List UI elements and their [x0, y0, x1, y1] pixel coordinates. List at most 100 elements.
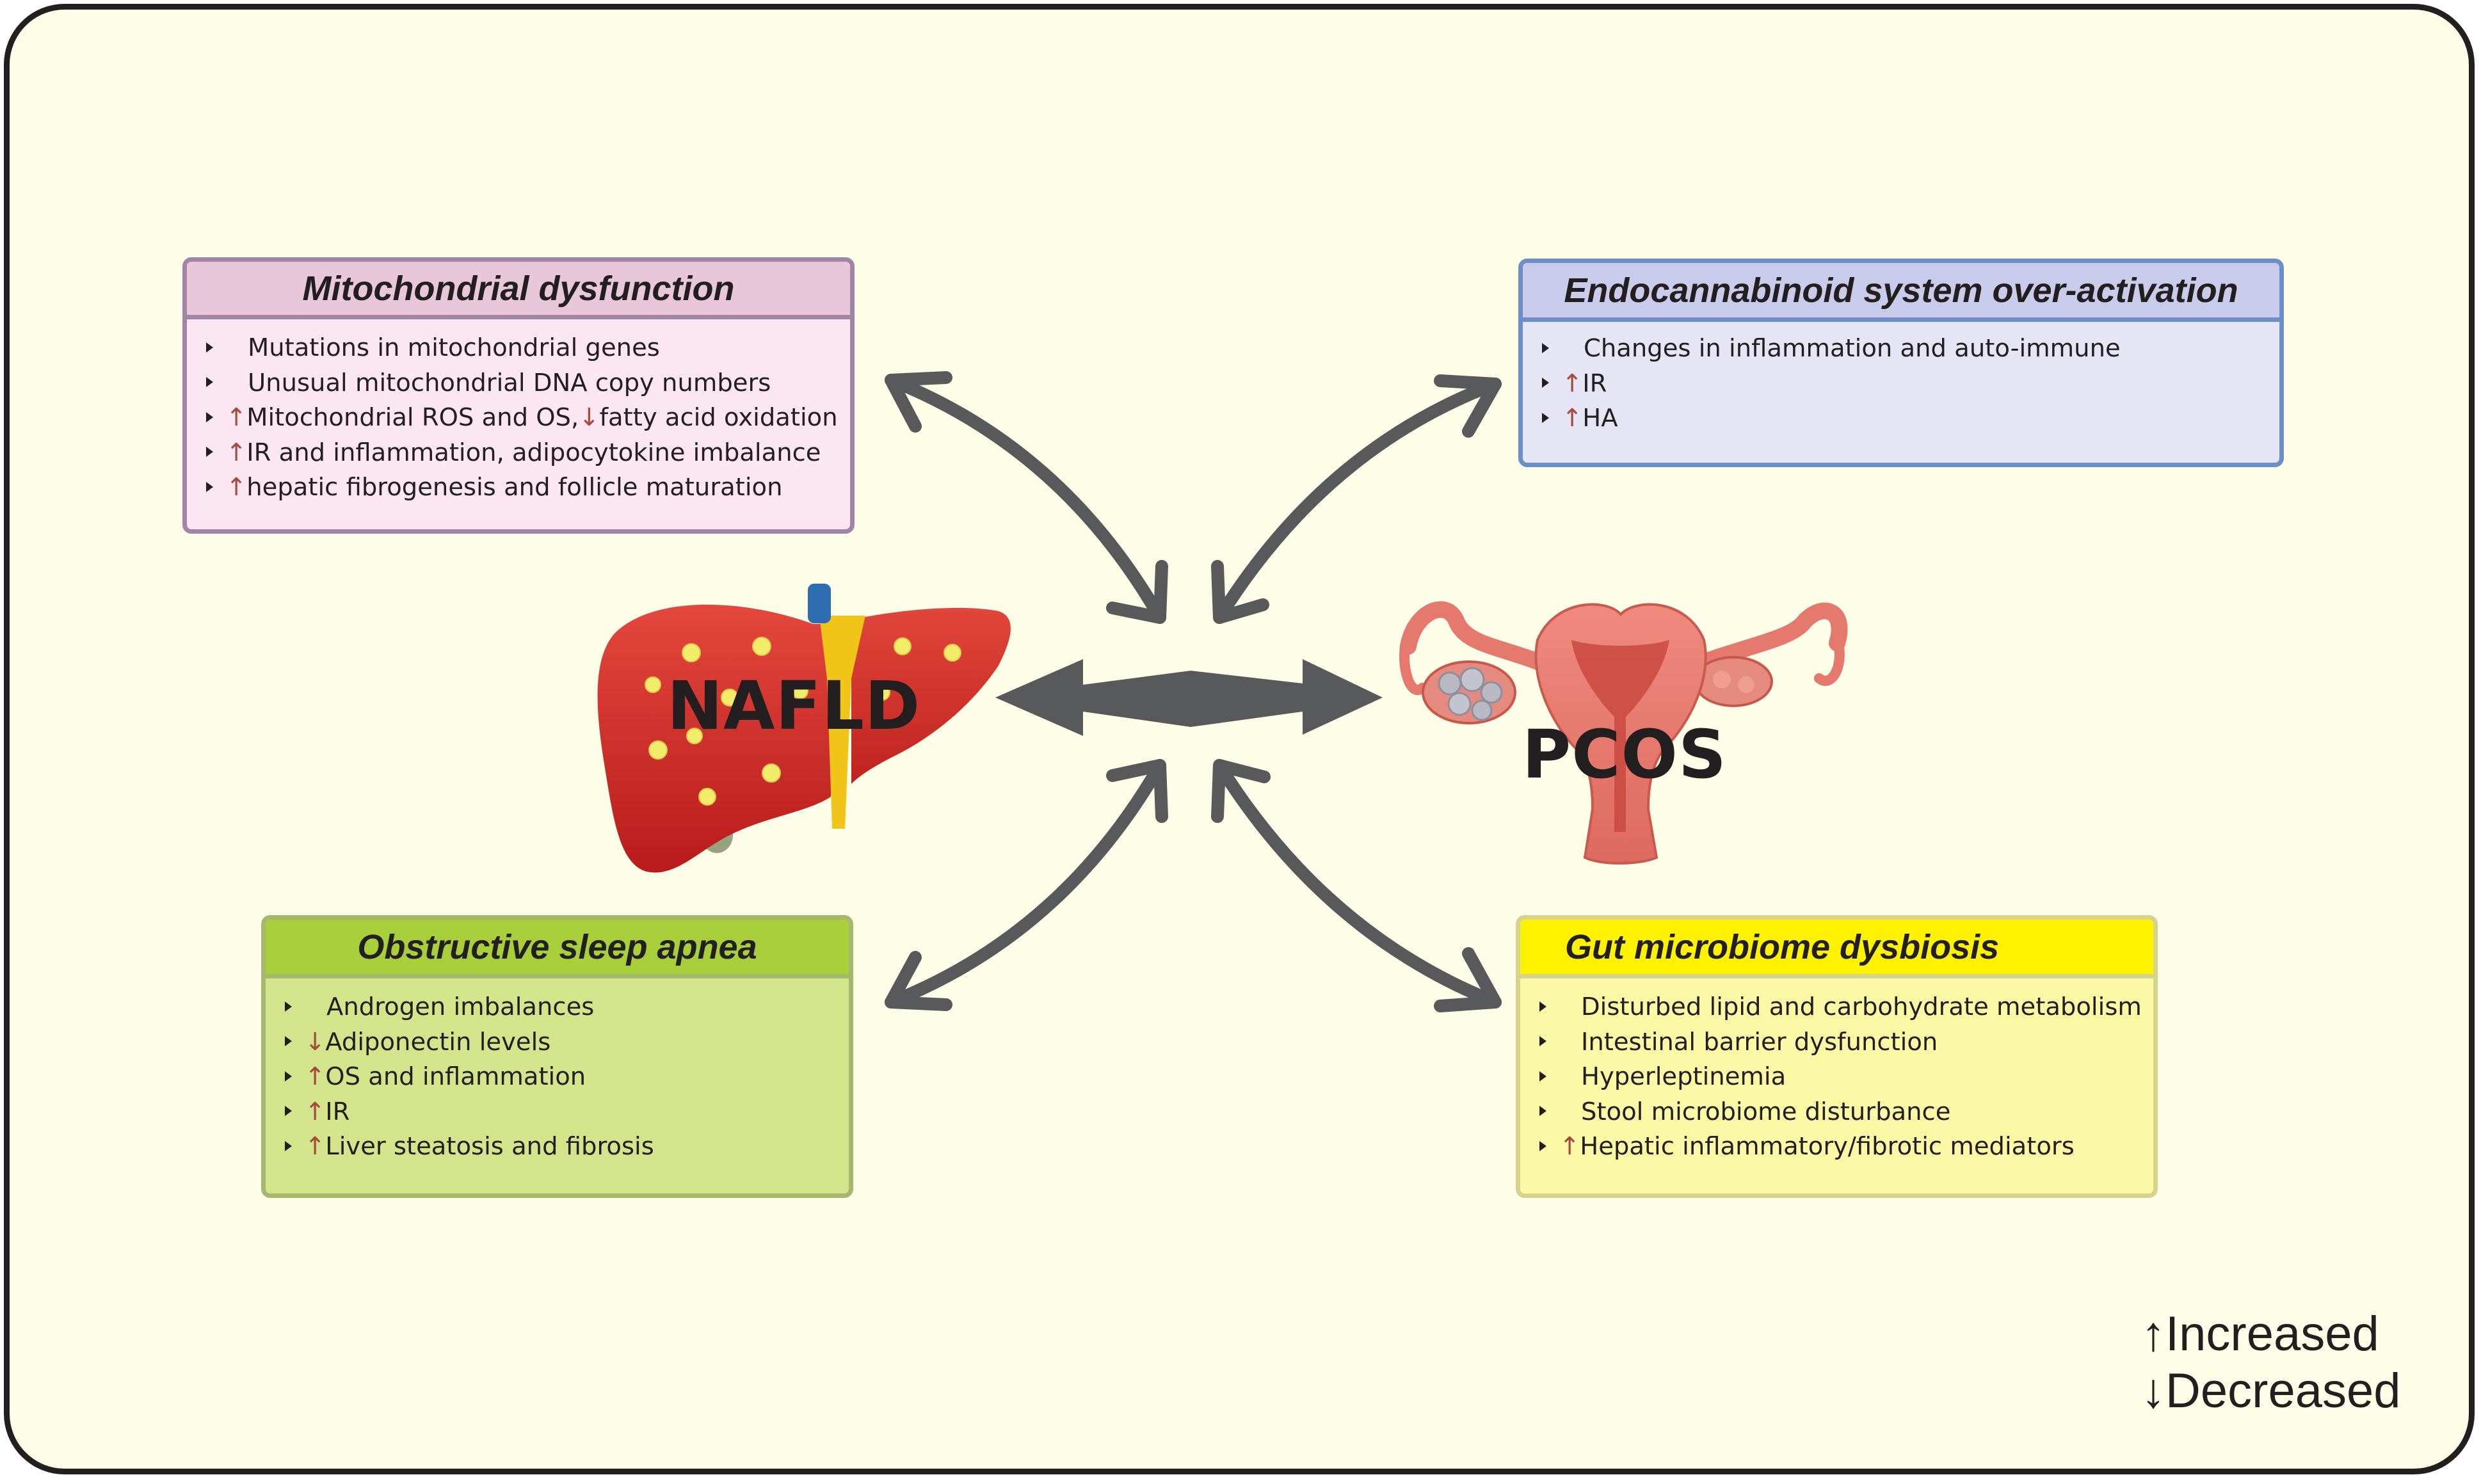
item-list: Changes in inflammation and auto-immune … [1542, 331, 2273, 436]
item-text: Hyperleptinemia [1581, 1062, 1786, 1091]
item-text: Androgen imbalances [326, 993, 595, 1021]
box-title: Gut microbiome dysbiosis [1520, 920, 2153, 978]
arrow-bottom-right-link [1213, 759, 1502, 1009]
arrowhead-bottom-right-outer [1434, 947, 1502, 1012]
list-item: Mutations in mitochondrial genes [206, 331, 844, 366]
bullet-icon [206, 411, 213, 422]
increase-arrow-icon: ↑ [305, 1062, 326, 1091]
arrow-top-right-link [1213, 378, 1502, 624]
list-item: ↑IR [1542, 367, 2273, 402]
increase-arrow-icon: ↑ [226, 403, 247, 432]
increase-arrow-icon: ↑ [305, 1132, 326, 1161]
item-text: Hepatic inflammatory/fibrotic mediators [1580, 1132, 2075, 1161]
item-list: Androgen imbalances ↓Adiponectin levels … [285, 990, 842, 1165]
list-item: Hyperleptinemia [1539, 1060, 2147, 1095]
decrease-arrow-icon: ↓ [305, 1027, 326, 1057]
uterus-cavity [1571, 640, 1669, 832]
arrowhead-top-right-outer [1434, 374, 1502, 438]
arrow-top-left-link [885, 374, 1166, 624]
list-item: ↑HA [1542, 401, 2273, 436]
item-text: IR [325, 1097, 350, 1126]
bullet-icon [285, 1001, 292, 1012]
liver-illustration [597, 584, 1011, 873]
liver-ligament [819, 616, 865, 829]
item-text: fatty acid oxidation [599, 403, 838, 432]
bullet-icon [285, 1036, 292, 1046]
central-double-arrow [995, 659, 1383, 736]
left-ovary [1422, 660, 1516, 724]
bullet-icon [1542, 342, 1549, 353]
increase-arrow-icon: ↑ [1559, 1132, 1580, 1161]
list-item: Androgen imbalances [285, 990, 842, 1025]
item-text: Disturbed lipid and carbohydrate metabol… [1581, 993, 2142, 1021]
item-text: Adiponectin levels [325, 1027, 551, 1057]
increase-arrow-icon: ↑ [305, 1097, 326, 1126]
item-text: Stool microbiome disturbance [1581, 1097, 1951, 1126]
legend-increased: ↑Increased [2141, 1307, 2379, 1361]
item-text: Intestinal barrier dysfunction [1581, 1027, 1938, 1057]
liver-vessel [808, 584, 831, 623]
arrowhead-bottom-right-inner [1211, 759, 1271, 823]
bullet-icon [1539, 1140, 1546, 1151]
curved-arrows [885, 371, 1502, 1012]
box-gut-microbiome-dysbiosis: Gut microbiome dysbiosis Disturbed lipid… [1516, 915, 2158, 1198]
box-mitochondrial-dysfunction: Mitochondrial dysfunction Mutations in m… [182, 257, 855, 534]
arrowhead-bottom-left-inner [1106, 759, 1168, 823]
legend: ↑Increased ↓Decreased [2141, 1305, 2401, 1419]
list-item: ↑IR [285, 1095, 842, 1130]
box-endocannabinoid-system: Endocannabinoid system over-activation C… [1518, 259, 2284, 467]
bullet-icon [206, 342, 213, 353]
bullet-icon [285, 1106, 292, 1116]
bullet-icon [285, 1071, 292, 1081]
box-obstructive-sleep-apnea: Obstructive sleep apnea Androgen imbalan… [261, 915, 853, 1198]
decrease-arrow-icon: ↓ [579, 403, 600, 432]
item-list: Mutations in mitochondrial genes Unusual… [206, 331, 844, 506]
bullet-icon [285, 1140, 292, 1151]
list-item: ↑hepatic fibrogenesis and follicle matur… [206, 470, 844, 506]
arrowhead-top-left-outer [885, 371, 952, 433]
box-title: Mitochondrial dysfunction [187, 262, 850, 319]
right-fallopian-tube [1678, 602, 1848, 677]
list-item: ↑OS and inflammation [285, 1060, 842, 1095]
list-item: Unusual mitochondrial DNA copy numbers [206, 366, 844, 401]
list-item: ↑Liver steatosis and fibrosis [285, 1129, 842, 1165]
item-text: Mitochondrial ROS and OS, [246, 403, 579, 432]
increase-arrow-icon: ↑ [226, 438, 247, 467]
list-item: Stool microbiome disturbance [1539, 1095, 2147, 1130]
increase-arrow-icon: ↑ [1562, 404, 1583, 433]
nafld-label: NAFLD [667, 667, 921, 745]
liver-left-lobe [851, 607, 1011, 784]
diagram-frame [4, 4, 2475, 1474]
item-list: Disturbed lipid and carbohydrate metabol… [1539, 990, 2147, 1165]
bullet-icon [1539, 1071, 1546, 1081]
bullet-icon [1539, 1106, 1546, 1116]
legend-decreased: ↓Decreased [2141, 1364, 2401, 1418]
arrowhead-bottom-left-outer [885, 951, 952, 1011]
list-item: Intestinal barrier dysfunction [1539, 1025, 2147, 1060]
bullet-icon [206, 377, 213, 387]
bullet-icon [1539, 1036, 1546, 1046]
arrow-bottom-left-link [885, 759, 1166, 1009]
bullet-icon [206, 447, 213, 457]
arrowhead-top-left-inner [1106, 560, 1168, 624]
bullet-icon [206, 481, 213, 492]
liver-right-lobe [597, 604, 831, 873]
list-item: ↓Adiponectin levels [285, 1025, 842, 1060]
item-text: OS and inflammation [325, 1062, 586, 1091]
item-text: IR [1582, 369, 1607, 398]
bullet-icon [1542, 412, 1549, 423]
list-item: Changes in inflammation and auto-immune [1542, 331, 2273, 367]
item-text: Liver steatosis and fibrosis [325, 1132, 654, 1161]
list-item: ↑IR and inflammation, adipocytokine imba… [206, 436, 844, 471]
item-text: IR and inflammation, adipocytokine imbal… [246, 438, 821, 467]
pcos-label: PCOS [1522, 715, 1727, 794]
increase-arrow-icon: ↑ [1562, 369, 1583, 398]
increase-arrow-icon: ↑ [226, 473, 247, 502]
bullet-icon [1539, 1001, 1546, 1012]
item-text: Unusual mitochondrial DNA copy numbers [248, 368, 771, 397]
item-text: Mutations in mitochondrial genes [248, 333, 660, 362]
uterus-illustration [1399, 601, 1848, 865]
list-item: ↑Mitochondrial ROS and OS,↓fatty acid ox… [206, 401, 844, 436]
box-title: Endocannabinoid system over-activation [1523, 263, 2279, 322]
